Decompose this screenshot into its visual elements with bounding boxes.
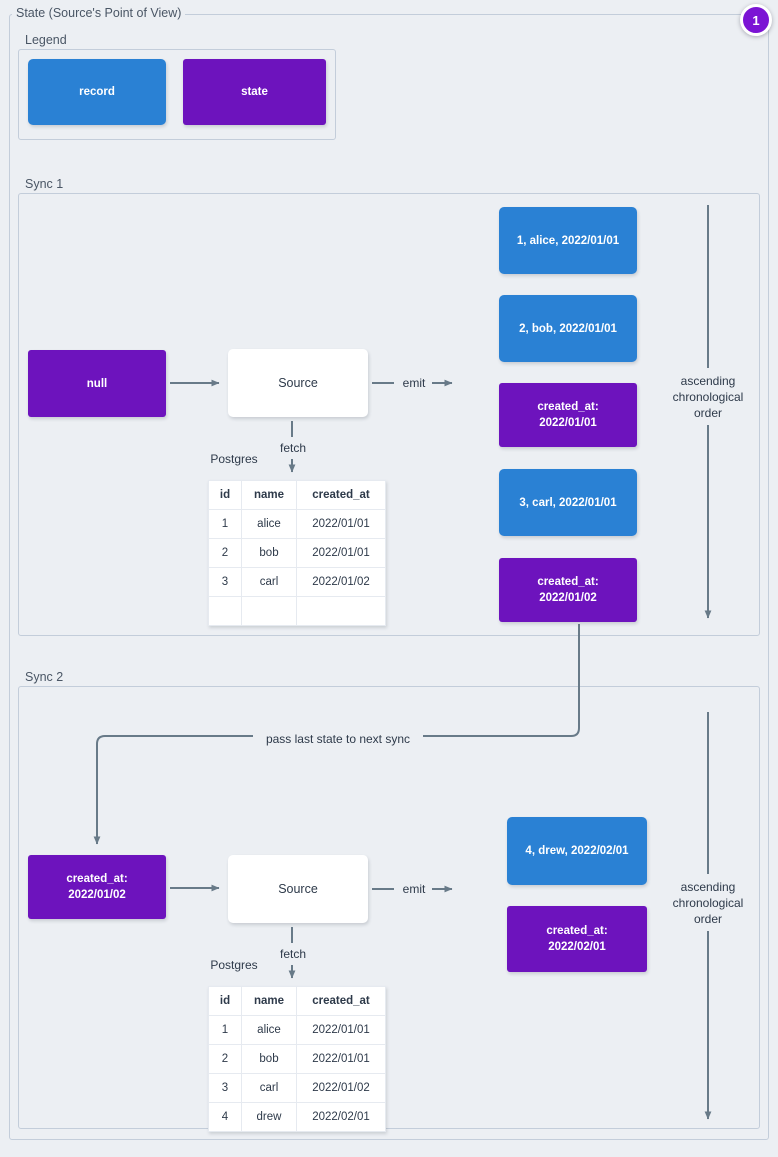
- sync1-cell-id: 2: [208, 538, 242, 568]
- sync2-cell-id: 3: [208, 1073, 242, 1103]
- sync2-cell-created-at: 2022/01/01: [296, 1015, 386, 1045]
- page-number-badge[interactable]: 1: [740, 4, 772, 36]
- sync1-input-state-label: null: [86, 377, 108, 390]
- sync1-emitted-state-2: created_at: 2022/01/02: [499, 558, 637, 622]
- sync1-source-box: Source: [228, 349, 368, 417]
- sync1-th-created-at: created_at: [296, 480, 386, 510]
- sync2-group-title: Sync 2: [21, 670, 68, 684]
- sync2-cell-id: 4: [208, 1102, 242, 1132]
- sync2-th-id: id: [208, 986, 242, 1016]
- sync2-cell-id: 1: [208, 1015, 242, 1045]
- sync2-input-state-label: created_at: 2022/01/02: [66, 873, 128, 901]
- sync1-postgres-table: id name created_at 1 alice 2022/01/01 2 …: [208, 480, 386, 626]
- sync2-pass-state-label: pass last state to next sync: [265, 732, 411, 746]
- sync1-input-state-box: null: [28, 350, 166, 417]
- sync2-emitted-state-1-label: created_at: 2022/02/01: [546, 925, 608, 953]
- sync1-emitted-state-1-label: created_at: 2022/01/01: [537, 401, 599, 429]
- sync2-cell-name: drew: [241, 1102, 297, 1132]
- sync1-cell-created-at: 2022/01/01: [296, 538, 386, 568]
- sync1-emitted-record-3-label: 3, carl, 2022/01/01: [519, 496, 617, 509]
- table-row: 1 alice 2022/01/01: [208, 509, 386, 539]
- root-group-title: State (Source's Point of View): [12, 6, 186, 20]
- sync1-cell-id: 1: [208, 509, 242, 539]
- sync1-cell-id: 3: [208, 567, 242, 597]
- sync2-postgres-table: id name created_at 1 alice 2022/01/01 2 …: [208, 986, 386, 1132]
- sync2-source-label: Source: [278, 882, 318, 896]
- sync2-emitted-record-1: 4, drew, 2022/02/01: [507, 817, 647, 885]
- sync1-emit-label: emit: [402, 376, 426, 390]
- sync2-emitted-state-1: created_at: 2022/02/01: [507, 906, 647, 972]
- table-row: 1 alice 2022/01/01: [208, 1015, 386, 1045]
- legend-record-label: record: [79, 86, 115, 98]
- sync2-cell-created-at: 2022/02/01: [296, 1102, 386, 1132]
- sync2-th-created-at: created_at: [296, 986, 386, 1016]
- sync2-fetch-label: fetch: [279, 947, 306, 961]
- table-row-empty: [208, 596, 386, 626]
- sync2-cell-name: bob: [241, 1044, 297, 1074]
- root-group: [9, 14, 769, 1140]
- legend-record-box: record: [28, 59, 166, 125]
- sync1-db-label: Postgres: [210, 452, 258, 466]
- sync1-emitted-state-1: created_at: 2022/01/01: [499, 383, 637, 447]
- table-row: 2 bob 2022/01/01: [208, 1044, 386, 1074]
- sync2-cell-created-at: 2022/01/01: [296, 1044, 386, 1074]
- sync2-order-label: ascending chronological order: [672, 880, 744, 926]
- sync2-input-state-box: created_at: 2022/01/02: [28, 855, 166, 919]
- sync2-cell-name: carl: [241, 1073, 297, 1103]
- sync1-cell-created-at: [296, 596, 386, 626]
- sync2-th-name: name: [241, 986, 297, 1016]
- legend-state-box: state: [183, 59, 326, 125]
- sync1-fetch-label: fetch: [279, 441, 306, 455]
- table-row: 4 drew 2022/02/01: [208, 1102, 386, 1132]
- sync2-cell-id: 2: [208, 1044, 242, 1074]
- sync1-th-name: name: [241, 480, 297, 510]
- sync2-cell-name: alice: [241, 1015, 297, 1045]
- sync1-emitted-record-1-label: 1, alice, 2022/01/01: [516, 234, 620, 247]
- sync1-th-id: id: [208, 480, 242, 510]
- sync1-emitted-state-2-label: created_at: 2022/01/02: [537, 576, 599, 604]
- sync1-emitted-record-3: 3, carl, 2022/01/01: [499, 469, 637, 536]
- sync1-group-title: Sync 1: [21, 177, 68, 191]
- sync1-source-label: Source: [278, 376, 318, 390]
- sync1-cell-name: alice: [241, 509, 297, 539]
- sync1-cell-created-at: 2022/01/01: [296, 509, 386, 539]
- sync1-cell-id: [208, 596, 242, 626]
- page-number-badge-label: 1: [752, 12, 760, 28]
- sync2-db-label: Postgres: [210, 958, 258, 972]
- sync1-emitted-record-1: 1, alice, 2022/01/01: [499, 207, 637, 274]
- sync1-group: [18, 193, 760, 636]
- sync2-emit-label: emit: [402, 882, 426, 896]
- sync2-emitted-record-1-label: 4, drew, 2022/02/01: [525, 845, 629, 857]
- table-header-row: id name created_at: [208, 986, 386, 1016]
- sync1-cell-created-at: 2022/01/02: [296, 567, 386, 597]
- sync1-cell-name: bob: [241, 538, 297, 568]
- table-row: 3 carl 2022/01/02: [208, 1073, 386, 1103]
- table-row: 2 bob 2022/01/01: [208, 538, 386, 568]
- sync1-cell-name: carl: [241, 567, 297, 597]
- sync1-emitted-record-2: 2, bob, 2022/01/01: [499, 295, 637, 362]
- sync2-cell-created-at: 2022/01/02: [296, 1073, 386, 1103]
- sync1-cell-name: [241, 596, 297, 626]
- table-header-row: id name created_at: [208, 480, 386, 510]
- legend-group: [18, 49, 336, 140]
- sync1-order-label: ascending chronological order: [672, 374, 744, 420]
- sync1-emitted-record-2-label: 2, bob, 2022/01/01: [519, 322, 617, 335]
- sync2-source-box: Source: [228, 855, 368, 923]
- sync2-group: [18, 686, 760, 1129]
- table-row: 3 carl 2022/01/02: [208, 567, 386, 597]
- legend-group-title: Legend: [21, 33, 71, 47]
- legend-state-label: state: [241, 86, 268, 98]
